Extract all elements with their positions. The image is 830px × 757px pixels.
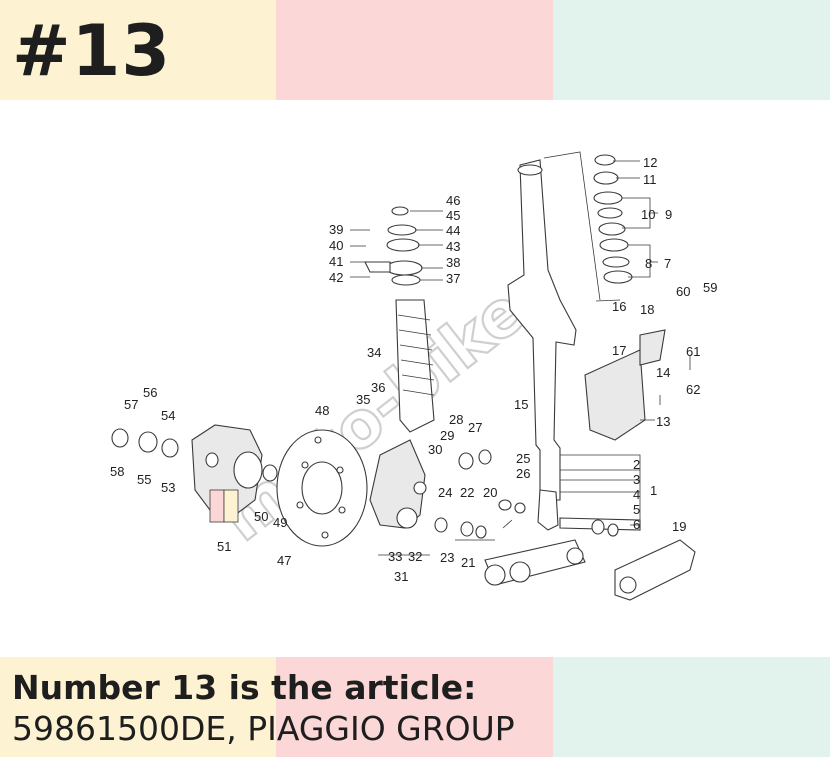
callout-47: 47	[277, 553, 291, 568]
callout-55: 55	[137, 472, 151, 487]
callout-37: 37	[446, 271, 460, 286]
callout-57: 57	[124, 397, 138, 412]
callout-60: 60	[676, 284, 690, 299]
callout-34: 34	[367, 345, 381, 360]
callout-38: 38	[446, 255, 460, 270]
callout-40: 40	[329, 238, 343, 253]
leader-lines	[350, 151, 691, 556]
callout-25: 25	[516, 451, 530, 466]
callout-28: 28	[449, 412, 463, 427]
callout-33: 33	[388, 549, 402, 564]
callout-49: 49	[273, 515, 287, 530]
callout-58: 58	[110, 464, 124, 479]
callout-17: 17	[612, 343, 626, 358]
band-mint	[553, 0, 830, 100]
callout-51: 51	[217, 539, 231, 554]
brake-disc	[276, 429, 368, 547]
callout-8: 8	[645, 256, 652, 271]
band-pink	[276, 0, 553, 100]
swing-link	[434, 449, 696, 601]
callout-12: 12	[643, 155, 657, 170]
callout-5: 5	[633, 502, 640, 517]
callout-27: 27	[468, 420, 482, 435]
callout-labels: 1 2 3 4 5 6 7 8 9 10 11 12 13 14 15 16 1…	[110, 155, 717, 584]
callout-2: 2	[633, 457, 640, 472]
callout-30: 30	[428, 442, 442, 457]
callout-50: 50	[254, 509, 268, 524]
callout-6: 6	[633, 517, 640, 532]
callout-23: 23	[440, 550, 454, 565]
steering-column	[507, 159, 666, 531]
callout-32: 32	[408, 549, 422, 564]
band-yellow	[0, 0, 276, 100]
callout-1: 1	[650, 483, 657, 498]
callout-20: 20	[483, 485, 497, 500]
callout-54: 54	[161, 408, 175, 423]
callout-36: 36	[371, 380, 385, 395]
callout-22: 22	[460, 485, 474, 500]
caption-article-code: 59861500DE, PIAGGIO GROUP	[12, 709, 515, 748]
callout-53: 53	[161, 480, 175, 495]
callout-62: 62	[686, 382, 700, 397]
top-color-band	[0, 0, 830, 100]
callout-26: 26	[516, 466, 530, 481]
callout-45: 45	[446, 208, 460, 223]
callout-9: 9	[665, 207, 672, 222]
caption-title: Number 13 is the article:	[12, 668, 477, 707]
callout-61: 61	[686, 344, 700, 359]
callout-46: 46	[446, 193, 460, 208]
callout-59: 59	[703, 280, 717, 295]
callout-19: 19	[672, 519, 686, 534]
bearing-stack	[593, 154, 633, 284]
band-yellow	[0, 657, 276, 757]
callout-4: 4	[633, 487, 640, 502]
callout-42: 42	[329, 270, 343, 285]
callout-44: 44	[446, 223, 460, 238]
callout-15: 15	[514, 397, 528, 412]
callout-3: 3	[633, 472, 640, 487]
callout-14: 14	[656, 365, 670, 380]
item-number-heading: #13	[12, 10, 172, 92]
callout-7: 7	[664, 256, 671, 271]
bottom-color-band	[0, 657, 830, 757]
callout-10: 10	[641, 207, 655, 222]
callout-48: 48	[315, 403, 329, 418]
callout-43: 43	[446, 239, 460, 254]
callout-18: 18	[640, 302, 654, 317]
band-pink	[276, 657, 553, 757]
callout-41: 41	[329, 254, 343, 269]
callout-11: 11	[643, 172, 657, 187]
callout-31: 31	[394, 569, 408, 584]
callout-21: 21	[461, 555, 475, 570]
hub-carrier	[369, 439, 427, 529]
callout-13: 13	[656, 414, 670, 429]
band-mint	[553, 657, 830, 757]
callout-56: 56	[143, 385, 157, 400]
callout-35: 35	[356, 392, 370, 407]
wheel-hub	[111, 424, 278, 523]
callout-39: 39	[329, 222, 343, 237]
callout-29: 29	[440, 428, 454, 443]
callout-16: 16	[612, 299, 626, 314]
exploded-parts-diagram: moto-bikes	[0, 100, 830, 657]
callout-24: 24	[438, 485, 452, 500]
